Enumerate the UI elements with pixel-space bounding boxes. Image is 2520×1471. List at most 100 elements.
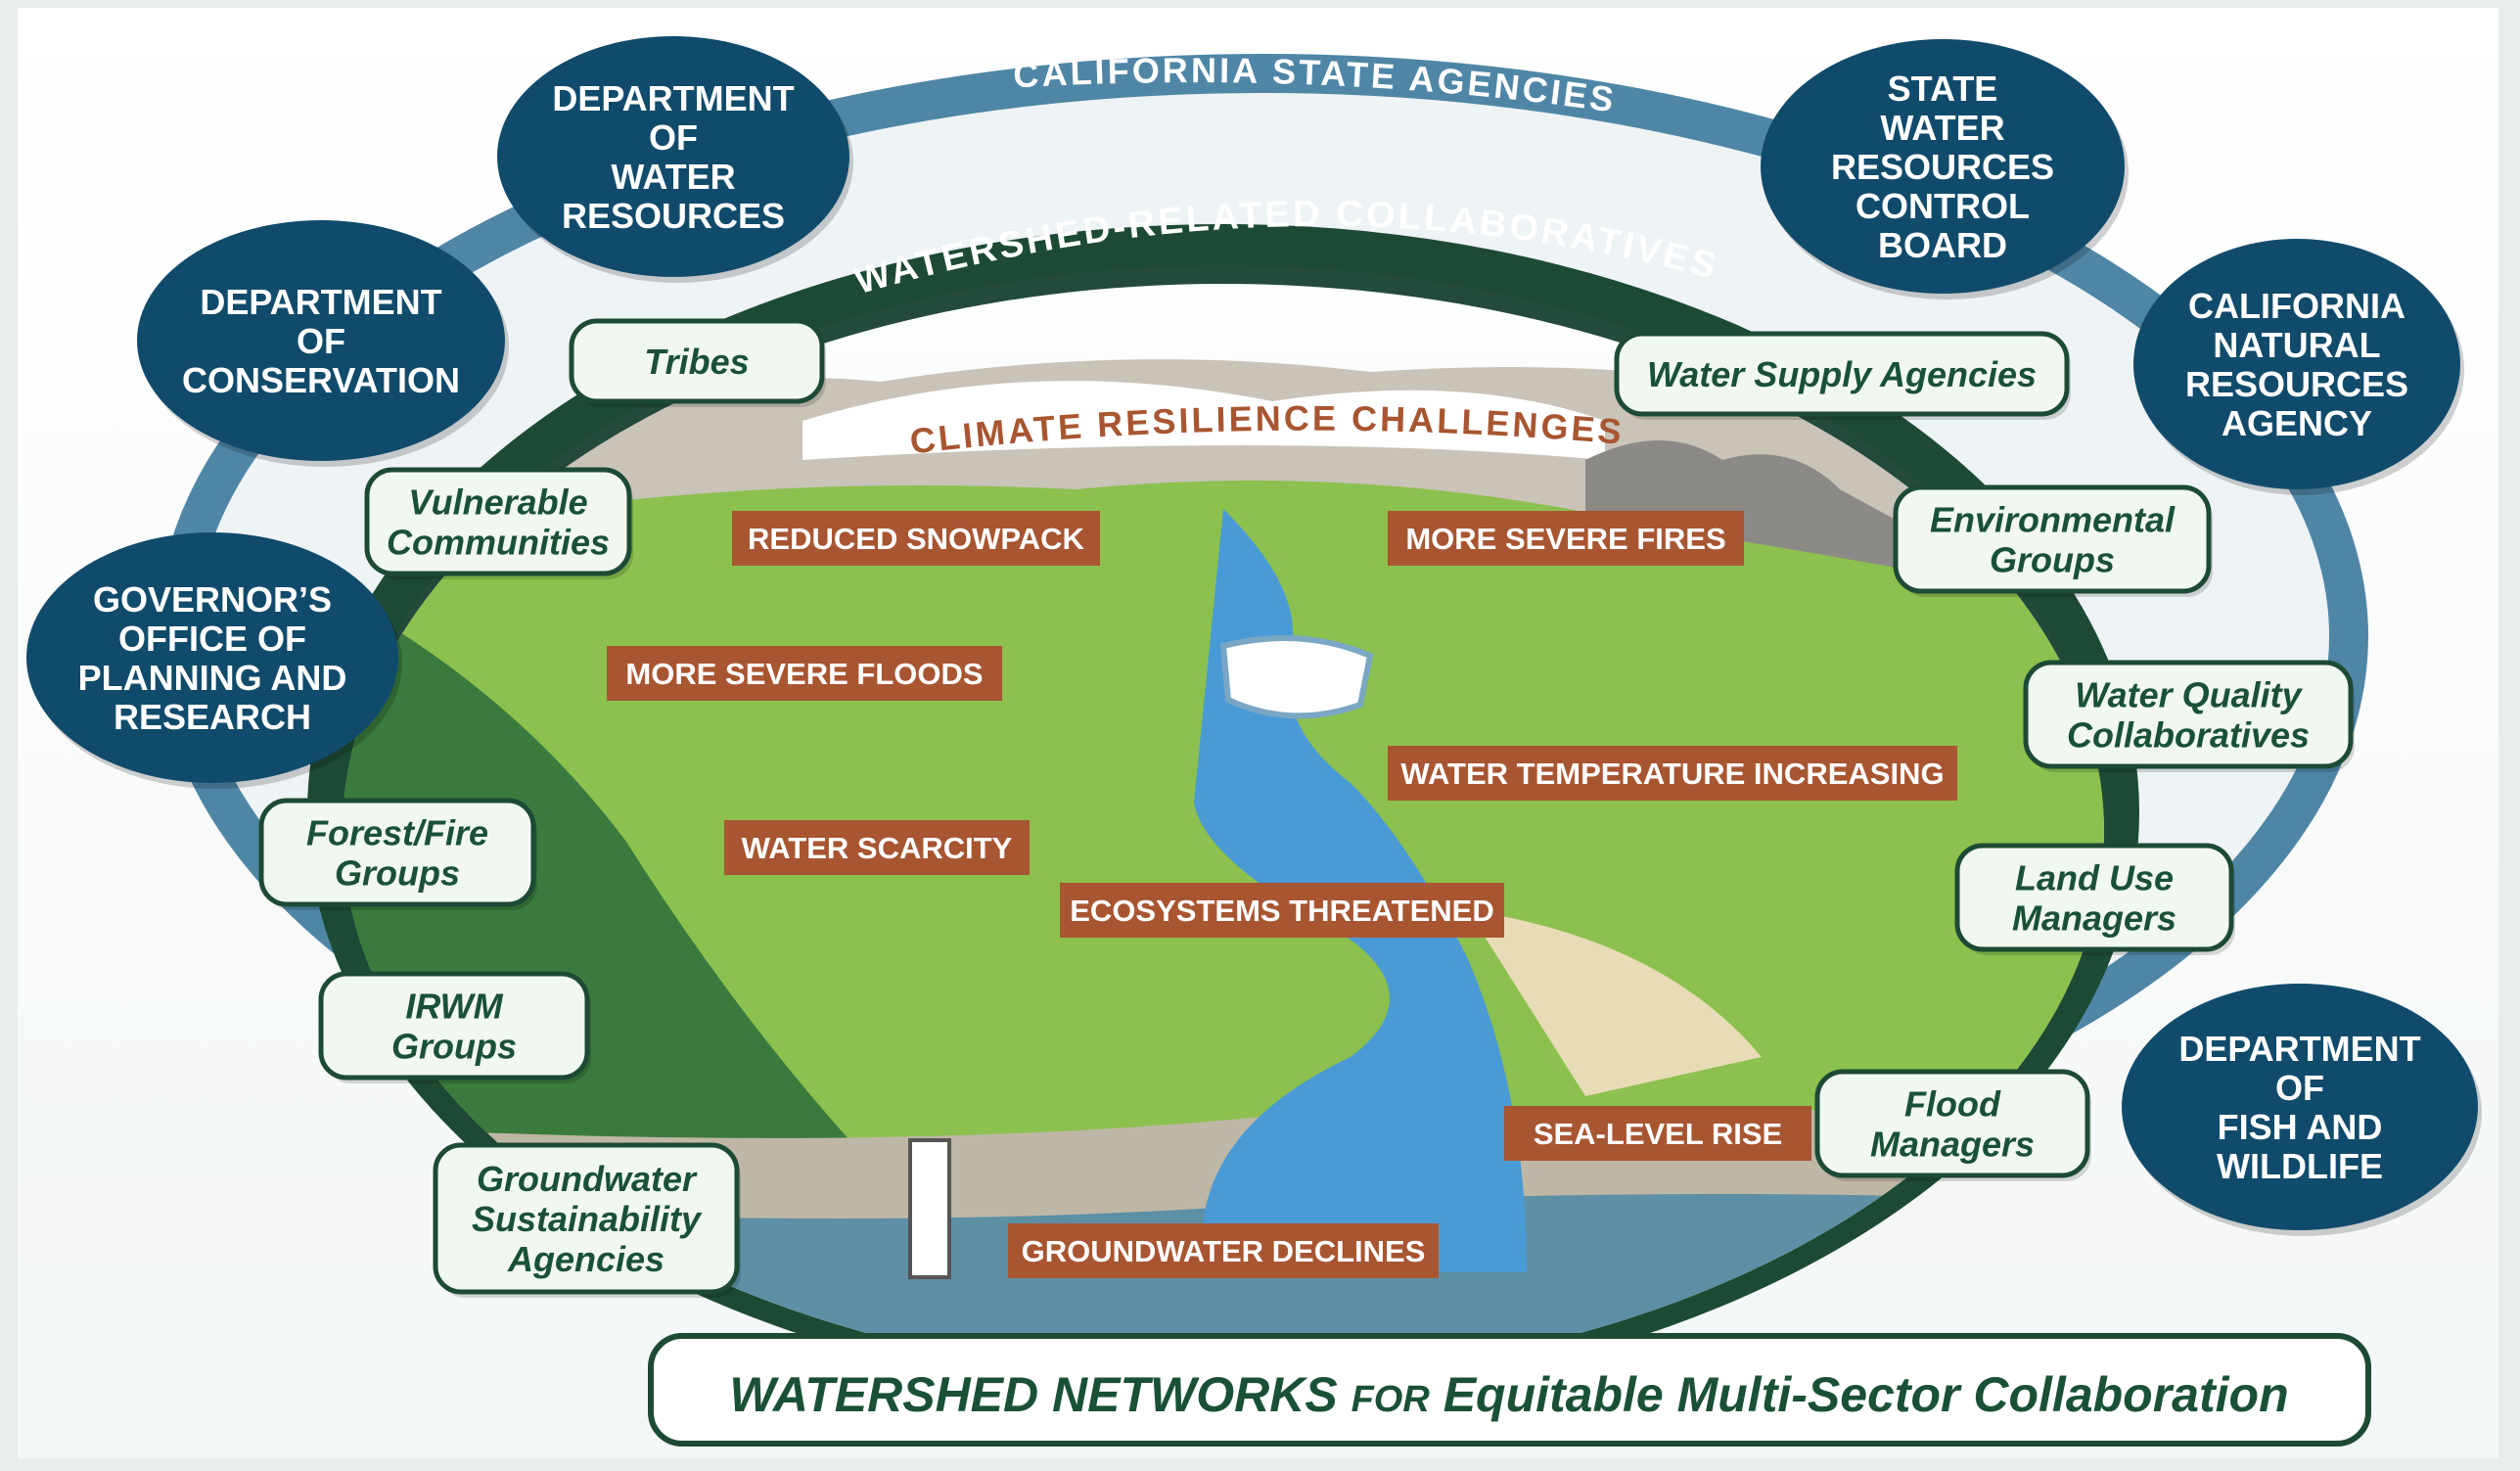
collaborative-label: Agencies <box>507 1239 664 1279</box>
challenge-label: MORE SEVERE FIRES <box>1405 522 1725 556</box>
collaborative-label: Groundwater <box>477 1159 698 1199</box>
agency-label: DEPARTMENT <box>552 78 794 118</box>
agency-shape <box>1761 39 2125 294</box>
challenge-tag: GROUNDWATER DECLINES <box>1008 1223 1439 1278</box>
challenge-shape <box>724 820 1030 875</box>
collaborative-label: Land Use <box>2015 857 2174 897</box>
collaborative-label: Managers <box>1870 1124 2035 1164</box>
banner-part2: FOR <box>1352 1379 1431 1420</box>
challenge-shape <box>1060 883 1504 938</box>
agency-label: RESOURCES <box>2185 364 2408 404</box>
beach <box>1468 910 1762 1096</box>
agency-label: WILDLIFE <box>2217 1146 2383 1186</box>
banner-title: WATERSHED NETWORKS FOR Equitable Multi-S… <box>729 1367 2288 1422</box>
agency-shape <box>26 532 398 783</box>
banner-part1: WATERSHED NETWORKS <box>729 1367 1351 1422</box>
agency-label: OF <box>297 321 345 361</box>
challenge-tag: SEA-LEVEL RISE <box>1504 1106 1811 1161</box>
agency-shape <box>137 220 505 461</box>
collaborative-label: Sustainability <box>472 1199 703 1239</box>
collaborative-label: Water Supply Agencies <box>1647 354 2037 394</box>
agency-label: FISH AND <box>2218 1107 2383 1147</box>
challenge-label: ECOSYSTEMS THREATENED <box>1070 894 1493 928</box>
agency-label: PLANNING AND <box>78 658 347 698</box>
agency-label: CONSERVATION <box>182 360 460 400</box>
challenge-label: SEA-LEVEL RISE <box>1534 1117 1782 1151</box>
agency-label: AGENCY <box>2222 403 2372 443</box>
title-banner <box>648 1333 2371 1447</box>
agency-label: RESOURCES <box>1831 147 2054 187</box>
challenge-shape <box>732 511 1100 566</box>
collaborative-label: Flood <box>1904 1083 2001 1124</box>
collaborative-label: Forest/Fire <box>306 812 488 852</box>
collaborative-group: Tribes Water Supply AgenciesVulnerableCom… <box>258 318 2355 1298</box>
agency-label: RESOURCES <box>562 196 785 236</box>
challenge-tag: ECOSYSTEMS THREATENED <box>1060 883 1504 938</box>
challenge-group: REDUCED SNOWPACK MORE SEVERE FIRES MORE SE… <box>607 511 1957 1278</box>
collaborative-label: Collaboratives <box>2067 714 2310 755</box>
agency-label: DEPARTMENT <box>200 282 441 322</box>
challenge-shape <box>1504 1106 1811 1161</box>
collaborative-label: Environmental <box>1930 499 2176 539</box>
collaborative-shape <box>569 318 825 404</box>
collaborative-shape <box>1954 843 2234 952</box>
collaborative-shape <box>1893 484 2212 594</box>
agency-label: CALIFORNIA <box>2188 286 2405 326</box>
collaborative-shape <box>364 467 632 576</box>
collaborative-shape <box>258 798 536 907</box>
collaborative-shape <box>1814 1069 2090 1178</box>
snowcap <box>802 381 1605 460</box>
agency-shape <box>2133 239 2460 489</box>
agency-label: WATER <box>1880 108 2004 148</box>
agency-shape <box>2122 984 2478 1230</box>
collaborative-shape <box>2023 660 2354 769</box>
agency-label: DEPARTMENT <box>2178 1029 2420 1069</box>
challenge-shape <box>1008 1223 1439 1278</box>
challenge-label: GROUNDWATER DECLINES <box>1022 1234 1426 1268</box>
agency-label: WATER <box>611 157 735 197</box>
agency-label: OFFICE OF <box>118 619 306 659</box>
challenge-tag: MORE SEVERE FLOODS <box>607 646 1002 701</box>
collaborative-shape <box>433 1142 740 1295</box>
agency-label: BOARD <box>1878 225 2007 265</box>
challenge-tag: WATER SCARCITY <box>724 820 1030 875</box>
well-pipe <box>908 1138 951 1279</box>
collaborative-label: Communities <box>387 522 610 562</box>
agency-label: OF <box>649 117 698 158</box>
reservoir <box>1219 635 1374 719</box>
collaborative-label: Groups <box>391 1026 517 1066</box>
challenge-tag: MORE SEVERE FIRES <box>1388 511 1744 566</box>
agency-shape <box>497 36 849 277</box>
challenge-tag: WATER TEMPERATURE INCREASING <box>1388 746 1957 801</box>
challenge-tag: REDUCED SNOWPACK <box>732 511 1100 566</box>
agency-label: OF <box>2275 1068 2324 1108</box>
agency-group: DEPARTMENTOFWATERRESOURCESSTATEWATERRESO… <box>26 36 2482 1236</box>
collaborative-label: Water Quality <box>2075 674 2303 714</box>
agency-label: CONTROL <box>1856 186 2030 226</box>
challenge-label: MORE SEVERE FLOODS <box>625 657 983 691</box>
collaborative-box: Water Supply Agencies <box>1614 331 2071 420</box>
banner-part3: Equitable Multi-Sector Collaboration <box>1430 1367 2289 1422</box>
collaborative-shape <box>1614 331 2070 417</box>
collaborative-label: Groups <box>335 852 460 893</box>
challenge-label: WATER SCARCITY <box>742 831 1013 865</box>
collaborative-label: Managers <box>2012 897 2176 938</box>
challenge-label: REDUCED SNOWPACK <box>748 522 1084 556</box>
challenge-shape <box>607 646 1002 701</box>
collaborative-box: Tribes <box>569 318 826 407</box>
challenge-shape <box>1388 511 1744 566</box>
